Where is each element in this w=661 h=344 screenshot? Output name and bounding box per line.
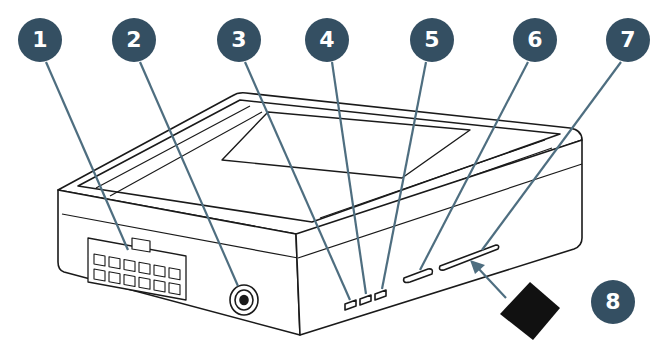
callout-number: 3 [231,29,246,51]
callout-number: 5 [424,29,439,51]
connector-pins [94,254,180,295]
button [375,290,386,300]
side-face-edge [298,164,582,258]
leader-lines [46,62,621,300]
callout-circles [18,18,650,324]
callout-number: 4 [319,29,334,51]
multi-pin-connector [88,238,186,300]
memory-card [500,282,560,340]
usb-port [404,269,433,283]
coax-socket [230,285,258,315]
card-slot [440,245,499,270]
connector-key [132,238,150,252]
screen [222,112,470,178]
callout-number: 7 [620,29,635,51]
callout-number: 2 [126,29,141,51]
callout-number: 1 [32,29,47,51]
button [360,295,371,305]
button [345,300,356,310]
callout-number: 8 [605,291,620,313]
callout-number: 6 [527,29,542,51]
end-face [58,190,300,335]
